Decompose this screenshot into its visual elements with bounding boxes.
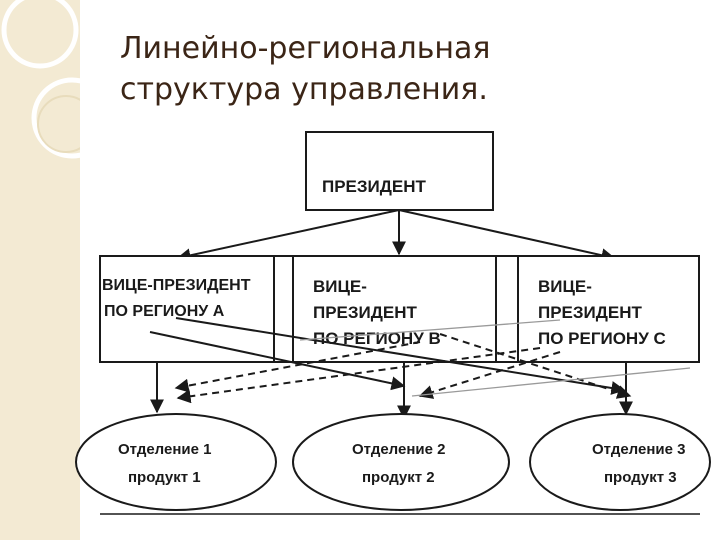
slide-title-line-1: Линейно-региональная	[120, 31, 491, 66]
vp-c-label-3: ПО РЕГИОНУ С	[538, 329, 666, 348]
arrow-vp-a-to-div-2	[149, 331, 406, 391]
vp-b-label-3: ПО РЕГИОНУ В	[313, 329, 441, 348]
vp-c-label-2: ПРЕЗИДЕНТ	[538, 303, 642, 322]
division-2-label-2: продукт 2	[362, 469, 435, 486]
vp-c-box	[517, 255, 700, 363]
vp-a-label-2: ПО РЕГИОНУ А	[104, 303, 225, 320]
president-box	[305, 131, 494, 211]
vp-b-label-2: ПРЕЗИДЕНТ	[313, 303, 417, 322]
side-decor-band	[0, 0, 80, 540]
arrow-vp-c-to-div-2-dashed	[418, 351, 561, 399]
arrow-vp-b-to-div-3-dashed	[439, 333, 632, 399]
circle-ornament	[1, 0, 80, 159]
division-1-label-1: Отделение 1	[118, 441, 212, 458]
division-3-label-2: продукт 3	[604, 469, 677, 486]
president-label: ПРЕЗИДЕНТ	[322, 177, 426, 196]
faint-connector-2	[411, 367, 691, 397]
division-2-label-1: Отделение 2	[352, 441, 446, 458]
arrow-vp-a-to-div-3	[175, 317, 626, 395]
arrow-president-to-vp-c	[398, 209, 616, 263]
division-3-label-1: Отделение 3	[592, 441, 686, 458]
division-3-ellipse	[529, 413, 711, 511]
arrow-vp-c-to-div-1-dashed	[176, 347, 541, 404]
faint-connector-1	[299, 319, 561, 341]
arrow-vp-b-to-div-1-dashed	[174, 341, 421, 393]
vp-b-label-1: ВИЦЕ-	[313, 277, 367, 296]
vp-c-label-1: ВИЦЕ-	[538, 277, 592, 296]
division-1-label-2: продукт 1	[128, 469, 201, 486]
division-1-ellipse	[75, 413, 277, 511]
division-2-ellipse	[292, 413, 510, 511]
vp-a-label-1: ВИЦЕ-ПРЕЗИДЕНТ	[102, 277, 251, 294]
vp-a-box	[99, 255, 275, 363]
slide-title: Линейно-региональная структура управлени…	[120, 28, 680, 110]
vp-b-box	[292, 255, 497, 363]
arrow-president-to-vp-a	[176, 209, 400, 263]
slide-title-line-2: структура управления.	[120, 72, 488, 107]
